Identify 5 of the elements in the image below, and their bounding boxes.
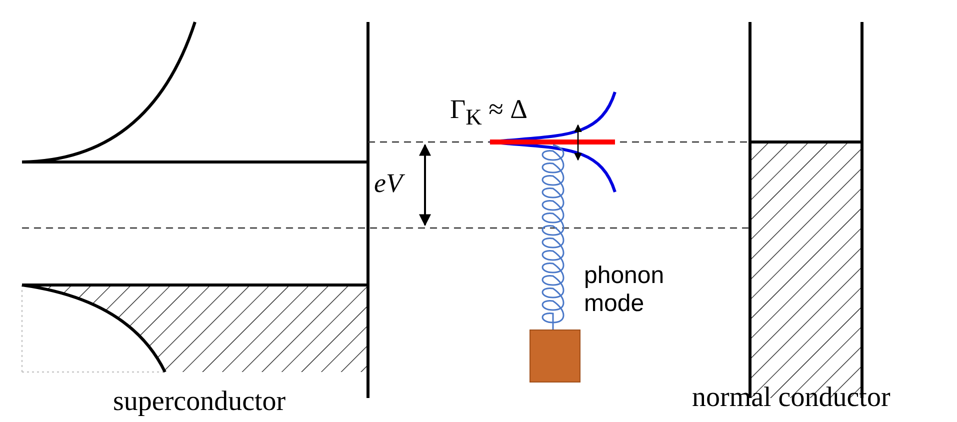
- region-label: normal conductor: [692, 384, 890, 412]
- resonance-width-label: Γ$_{K}$ ≈ Δ: [450, 96, 528, 129]
- bias-label: eV: [374, 170, 402, 197]
- region-label: superconductor: [113, 388, 286, 416]
- phonon-label: phonon mode: [584, 262, 664, 318]
